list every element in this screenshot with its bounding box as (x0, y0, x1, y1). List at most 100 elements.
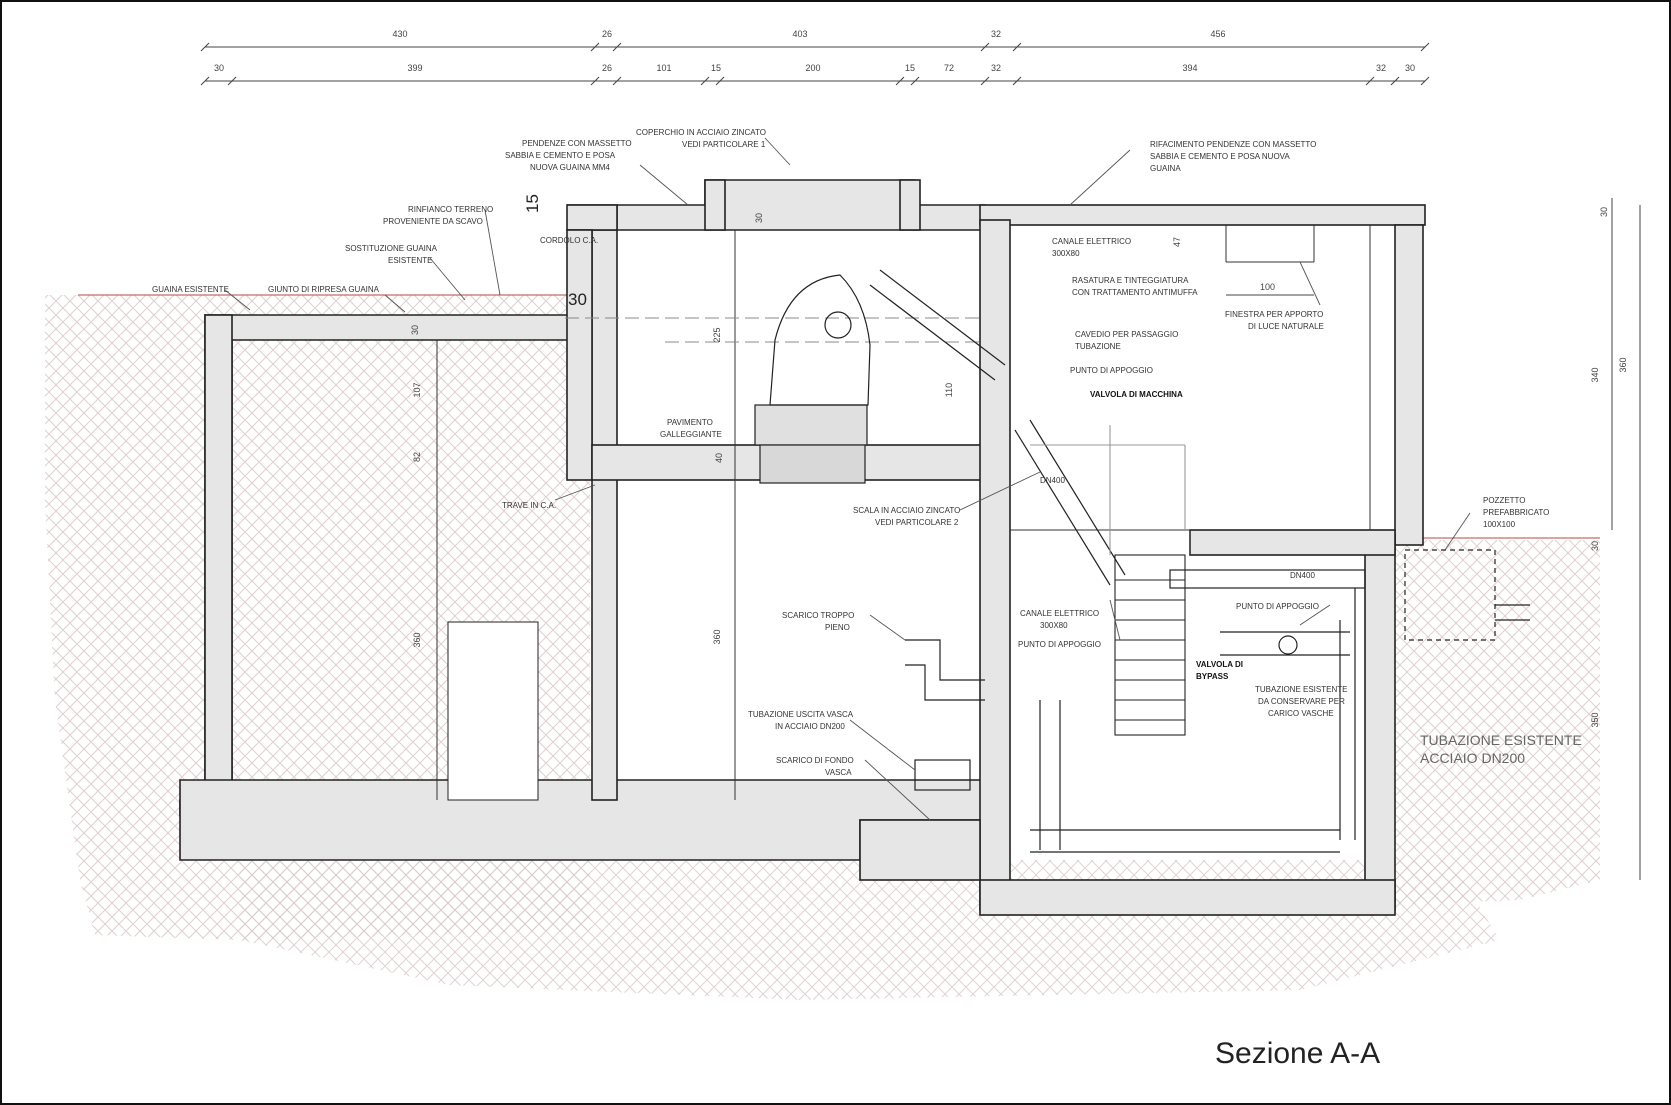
pipe-diag-2 (869, 284, 996, 381)
dim-vertical-label: 30 (1599, 207, 1609, 217)
dim-row2-tick (980, 76, 990, 86)
dim-vertical-label: 107 (412, 382, 422, 397)
label-pozzetto-3: 100X100 (1483, 520, 1516, 529)
dim-row2-tick (590, 76, 600, 86)
leader-pendenze (639, 164, 689, 206)
label-scala-2: VEDI PARTICOLARE 2 (875, 518, 959, 527)
label-rasatura-1: RASATURA E TINTEGGIATURA (1072, 276, 1189, 285)
horizontal-pipe (1169, 569, 1366, 589)
hatch-opening-left (704, 179, 726, 231)
label-pozzetto-1: POZZETTO (1483, 496, 1526, 505)
dim-row2-tick (227, 76, 237, 86)
leader-guaina (224, 289, 251, 311)
label-rifacimento-1: RIFACIMENTO PENDENZE CON MASSETTO (1150, 140, 1316, 149)
pozzetto-box (1404, 549, 1496, 641)
pipe-diag-1 (879, 269, 1006, 366)
dim-vertical-label: 30 (754, 213, 764, 223)
dim-row2-tick (910, 76, 920, 86)
leader-giunto (384, 294, 406, 313)
leader-coperchio (764, 137, 791, 166)
dimension-lines-top (205, 46, 1425, 82)
dim-row1-label: 26 (602, 29, 612, 39)
leader-scala (959, 471, 1041, 511)
dim-row2-label: 32 (991, 63, 1001, 73)
valve-base (759, 444, 866, 484)
dim-vertical-label: 360 (712, 629, 722, 644)
label-scarico-troppo-1: SCARICO TROPPO (782, 611, 854, 620)
dim-100: 100 (1260, 282, 1275, 292)
bypass-valve (1278, 635, 1298, 655)
label-pendenze-3: NUOVA GUAINA MM4 (530, 163, 610, 172)
dimension-lines-right (1611, 198, 1641, 880)
label-finestra-2: DI LUCE NATURALE (1248, 322, 1324, 331)
stair-frame (1114, 554, 1186, 736)
step-left (859, 819, 981, 881)
label-tubazione-esistente-small-2: DA CONSERVARE PER (1258, 697, 1345, 706)
dim-row2-label: 15 (711, 63, 721, 73)
leader-rifacimento (1069, 149, 1131, 206)
label-coperchio-1: COPERCHIO IN ACCIAIO ZINCATO (636, 128, 766, 137)
dim-vertical-label: 30 (1590, 541, 1600, 551)
dim-row2-label: 26 (602, 63, 612, 73)
label-punto-top: PUNTO DI APPOGGIO (1070, 366, 1153, 375)
label-tubazione-esistente-big-1: TUBAZIONE ESISTENTE (1420, 732, 1582, 748)
label-pavimento-1: PAVIMENTO (667, 418, 713, 427)
right-top-slab (979, 204, 1426, 226)
label-canale-mid-1: CANALE ELETTRICO (1020, 609, 1099, 618)
label-tubazione-esistente-big-2: ACCIAIO DN200 (1420, 750, 1525, 766)
soil-right (1390, 540, 1600, 905)
label-giunto: GIUNTO DI RIPRESA GUAINA (268, 285, 380, 294)
hatch-opening-right (899, 179, 921, 231)
label-guaina: GUAINA ESISTENTE (152, 285, 229, 294)
dim-row1-tick (1012, 42, 1022, 52)
label-scarico-fondo-1: SCARICO DI FONDO (776, 756, 854, 765)
leader-punto-mid (1109, 599, 1121, 641)
label-valvola-bypass-2: BYPASS (1196, 672, 1229, 681)
dim-row1-label: 456 (1210, 29, 1225, 39)
label-cavedio-1: CAVEDIO PER PASSAGGIO (1075, 330, 1178, 339)
leader-rinfianco (484, 209, 501, 296)
dim-row1-label: 32 (991, 29, 1001, 39)
stair (1030, 425, 1186, 736)
dim-row2-tick (1365, 76, 1375, 86)
label-sostituzione-1: SOSTITUZIONE GUAINA (345, 244, 438, 253)
valve-housing (754, 404, 868, 446)
dim-vertical-label: 360 (412, 632, 422, 647)
label-scarico-fondo-2: VASCA (825, 768, 852, 777)
label-valvola-bypass-1: VALVOLA DI (1196, 660, 1243, 669)
dim-row2-label: 15 (905, 63, 915, 73)
leader-sostituzione (429, 257, 466, 301)
dim-row1-label: 403 (792, 29, 807, 39)
dim-vertical-label: 360 (1618, 357, 1628, 372)
leader-pozzetto (1444, 512, 1471, 551)
dim-row1-ticks (200, 42, 1430, 52)
label-scarico-troppo-2: PIENO (825, 623, 850, 632)
dim-row2-label: 399 (407, 63, 422, 73)
label-cavedio-2: TUBAZIONE (1075, 342, 1121, 351)
equipment (754, 269, 1530, 853)
dim-row2-label: 101 (656, 63, 671, 73)
dim-15: 15 (523, 194, 542, 213)
dim-row2-tick (200, 76, 210, 86)
door (447, 621, 539, 801)
label-scala-1: SCALA IN ACCIAIO ZINCATO (853, 506, 960, 515)
dim-row2-label: 30 (1405, 63, 1415, 73)
scarico-pipe (905, 639, 985, 701)
dim-vertical-label: 110 (944, 383, 954, 397)
dim-row2-tick (715, 76, 725, 86)
right-outer-wall (1394, 224, 1424, 546)
interior-lines (436, 225, 1371, 801)
leader-punto-right (1299, 604, 1331, 626)
label-finestra-1: FINESTRA PER APPORTO (1225, 310, 1323, 319)
dim-row2-tick (1012, 76, 1022, 86)
top-slab-left-ring (566, 204, 618, 231)
leader-uscita (849, 719, 916, 771)
label-rasatura-2: CON TRATTAMENTO ANTIMUFFA (1072, 288, 1198, 297)
label-dn-tag2: DN400 (1290, 571, 1315, 580)
dim-30: 30 (568, 290, 587, 309)
pipe-diag-3 (1029, 419, 1126, 576)
label-punto-mid: PUNTO DI APPOGGIO (1018, 640, 1101, 649)
